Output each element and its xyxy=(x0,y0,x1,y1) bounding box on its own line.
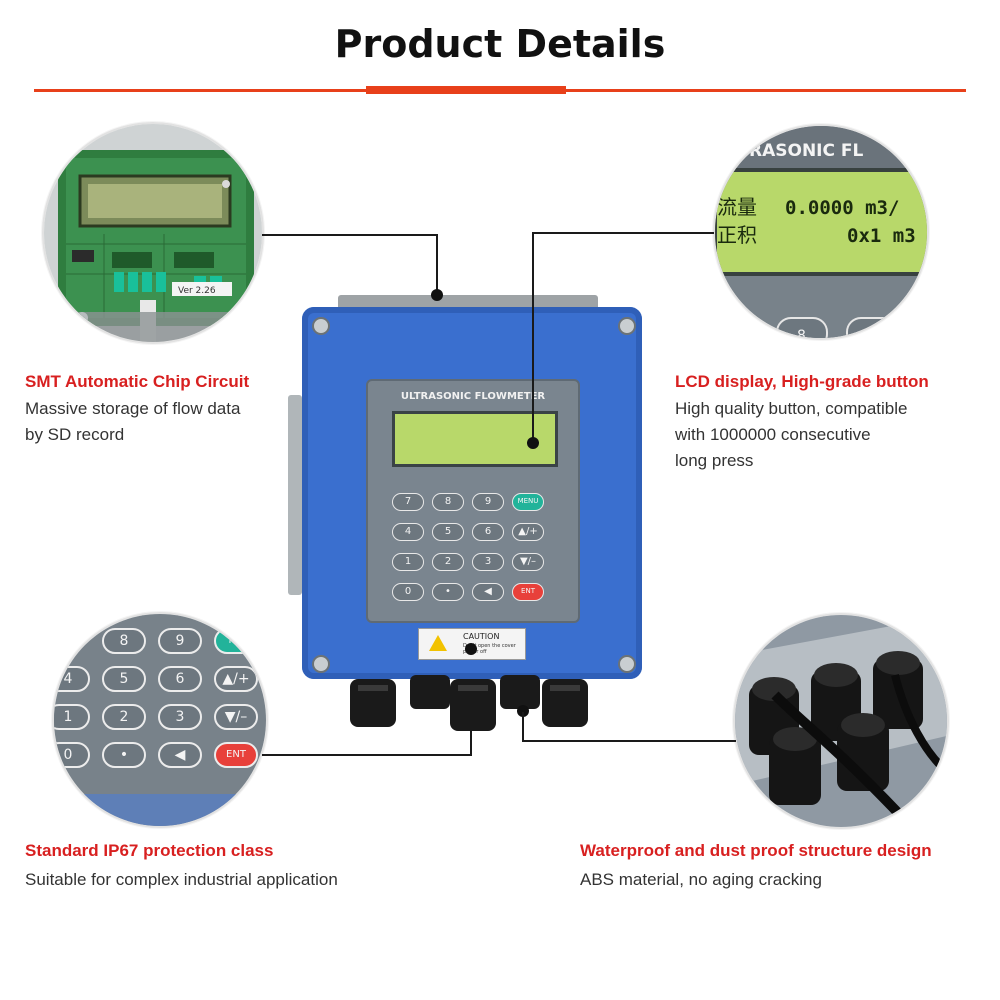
keypad-key[interactable]: 0 xyxy=(392,583,424,601)
keypad-key[interactable]: ENT xyxy=(512,583,544,601)
zoom-keypad-key: 4 xyxy=(54,666,90,692)
leader-line-glands-vertical xyxy=(522,712,524,742)
screw-icon xyxy=(618,317,636,335)
lcd-line1-label: 流量 xyxy=(717,195,757,219)
keypad-key[interactable]: 4 xyxy=(392,523,424,541)
keypad-key[interactable]: MENU xyxy=(512,493,544,511)
lcd-line1-value: 0.0000 m3/ xyxy=(785,197,899,219)
feature-lcd: LCD display, High-grade button High qual… xyxy=(675,372,975,474)
feature-circuit: SMT Automatic Chip Circuit Massive stora… xyxy=(25,372,315,448)
feature-title: Waterproof and dust proof structure desi… xyxy=(580,841,932,860)
keypad-key[interactable]: ◀ xyxy=(472,583,504,601)
keypad-key[interactable]: • xyxy=(432,583,464,601)
feature-desc-line: Massive storage of flow data xyxy=(25,399,241,418)
screw-icon xyxy=(618,655,636,673)
zoom-keypad-key: ▲/+ xyxy=(214,666,258,692)
housing-hinge xyxy=(288,395,302,595)
leader-line-lcd-vertical xyxy=(532,232,534,442)
leader-line-keypad xyxy=(262,754,472,756)
leader-dot-keypad xyxy=(465,643,477,655)
feature-title: SMT Automatic Chip Circuit xyxy=(25,372,250,391)
keypad-key[interactable]: 7 xyxy=(392,493,424,511)
keypad-key[interactable]: 9 xyxy=(472,493,504,511)
lcd-display-zoom: RASONIC FL 流量 0.0000 m3/ 正积 0x1 m3 8 xyxy=(713,124,929,340)
title-divider-accent xyxy=(366,86,566,94)
panel-label: ULTRASONIC FLOWMETER xyxy=(400,391,546,402)
warning-icon xyxy=(429,635,447,651)
zoom-keypad-key: ▼/– xyxy=(214,704,258,730)
zoom-keypad-key: 9 xyxy=(158,628,202,654)
leader-line-lcd xyxy=(532,232,714,234)
feature-desc-line: ABS material, no aging cracking xyxy=(580,870,822,889)
zoom-keypad-key: 8 xyxy=(102,628,146,654)
feature-desc-line: long press xyxy=(675,451,754,470)
feature-desc-line: with 1000000 consecutive xyxy=(675,425,871,444)
keypad-key[interactable]: 5 xyxy=(432,523,464,541)
keypad-key[interactable]: 8 xyxy=(432,493,464,511)
leader-line-circuit-vertical xyxy=(436,234,438,292)
cable-gland-zoom xyxy=(733,613,949,829)
board-version-label: Ver 2.26 xyxy=(178,286,216,296)
zoom-keypad-key: 2 xyxy=(102,704,146,730)
circuit-board-zoom: Ver 2.26 xyxy=(42,122,264,344)
zoom-keypad-key: ME xyxy=(214,628,258,654)
zoom-keypad-key: 0 xyxy=(54,742,90,768)
keypad-key[interactable]: 3 xyxy=(472,553,504,571)
leader-dot-glands xyxy=(517,705,529,717)
keypad-key[interactable]: ▼/– xyxy=(512,553,544,571)
zoom-keypad-key: 3 xyxy=(158,704,202,730)
keypad-key[interactable]: 6 xyxy=(472,523,504,541)
feature-desc-line: by SD record xyxy=(25,425,125,444)
zoom-bottom-band xyxy=(54,794,266,826)
leader-line-keypad-vertical xyxy=(470,700,472,756)
feature-title: LCD display, High-grade button xyxy=(675,372,929,391)
feature-title: Standard IP67 protection class xyxy=(25,841,274,860)
caution-title: CAUTION xyxy=(463,632,500,641)
lcd-line2-label: 正积 xyxy=(717,223,757,247)
keypad-key[interactable]: 2 xyxy=(432,553,464,571)
leader-dot-circuit xyxy=(431,289,443,301)
lcd-panel-header: RASONIC FL xyxy=(749,141,864,161)
screw-icon xyxy=(312,317,330,335)
leader-dot-lcd xyxy=(527,437,539,449)
lcd-line2-value: 0x1 m3 xyxy=(847,225,916,247)
zoom-keypad-key: 1 xyxy=(54,704,90,730)
screw-icon xyxy=(312,655,330,673)
svg-text:8: 8 xyxy=(797,328,806,340)
leader-line-circuit xyxy=(262,234,438,236)
cable-glands xyxy=(350,675,588,731)
keypad-key[interactable]: ▲/+ xyxy=(512,523,544,541)
zoom-keypad-key: ◀ xyxy=(158,742,202,768)
zoom-keypad-key: ENT xyxy=(214,742,258,768)
keypad-key[interactable]: 1 xyxy=(392,553,424,571)
zoom-keypad-key: 6 xyxy=(158,666,202,692)
zoom-keypad-key: 5 xyxy=(102,666,146,692)
leader-line-glands xyxy=(522,740,736,742)
feature-desc-line: High quality button, compatible xyxy=(675,399,908,418)
feature-waterproof: Waterproof and dust proof structure desi… xyxy=(580,841,990,893)
page-title: Product Details xyxy=(334,22,666,66)
zoom-keypad-key: • xyxy=(102,742,146,768)
feature-ip67: Standard IP67 protection class Suitable … xyxy=(25,841,445,893)
feature-desc-line: Suitable for complex industrial applicat… xyxy=(25,870,338,889)
